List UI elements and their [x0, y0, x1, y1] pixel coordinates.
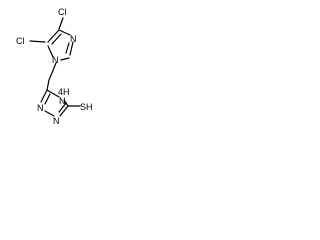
- bond-ch2-c5-triazole: [46, 79, 50, 91]
- bond-c4-n3: [58, 29, 71, 36]
- bond-tri-c3-n4: [63, 99, 69, 107]
- bond-tri-n2-c3: [59, 105, 69, 117]
- bond-cl-top: [58, 17, 64, 30]
- bond-c4-c5-inner: [51, 33, 62, 45]
- bond-tri-c5-n4: [46, 89, 60, 98]
- triazole-n2-label: N: [53, 116, 60, 126]
- triazole-nh-label: 4H: [58, 87, 70, 97]
- bond-n1-c5: [47, 45, 54, 58]
- triazole-n1-label: N: [37, 103, 44, 113]
- atom-labels: Cl Cl N N N N 4H N SH: [16, 7, 93, 126]
- chemical-structure-diagram: Cl Cl N N N N 4H N SH: [16, 7, 93, 126]
- bond-cl-left: [29, 40, 46, 43]
- bond-tri-c5-n1-double: [44, 93, 51, 105]
- imidazole-n1-label: N: [52, 55, 59, 65]
- bonds: [29, 17, 81, 117]
- bond-n3-c2-double: [65, 42, 70, 54]
- bond-tri-n2-c3-double: [58, 102, 67, 113]
- thiol-sh-label: SH: [80, 102, 93, 112]
- chlorine-top-label: Cl: [58, 7, 67, 17]
- bond-c4-c5-outer: [47, 29, 60, 43]
- bond-n1-ch2: [48, 62, 57, 81]
- bond-tri-c5-n1: [40, 89, 48, 103]
- bond-c2-n1: [60, 57, 70, 61]
- chlorine-left-label: Cl: [16, 36, 25, 46]
- bond-n3-c2: [69, 41, 74, 56]
- triazole-nh-n-label: N: [59, 96, 66, 106]
- bond-tri-n1-n2: [44, 110, 55, 117]
- imidazole-n3-label: N: [70, 34, 77, 44]
